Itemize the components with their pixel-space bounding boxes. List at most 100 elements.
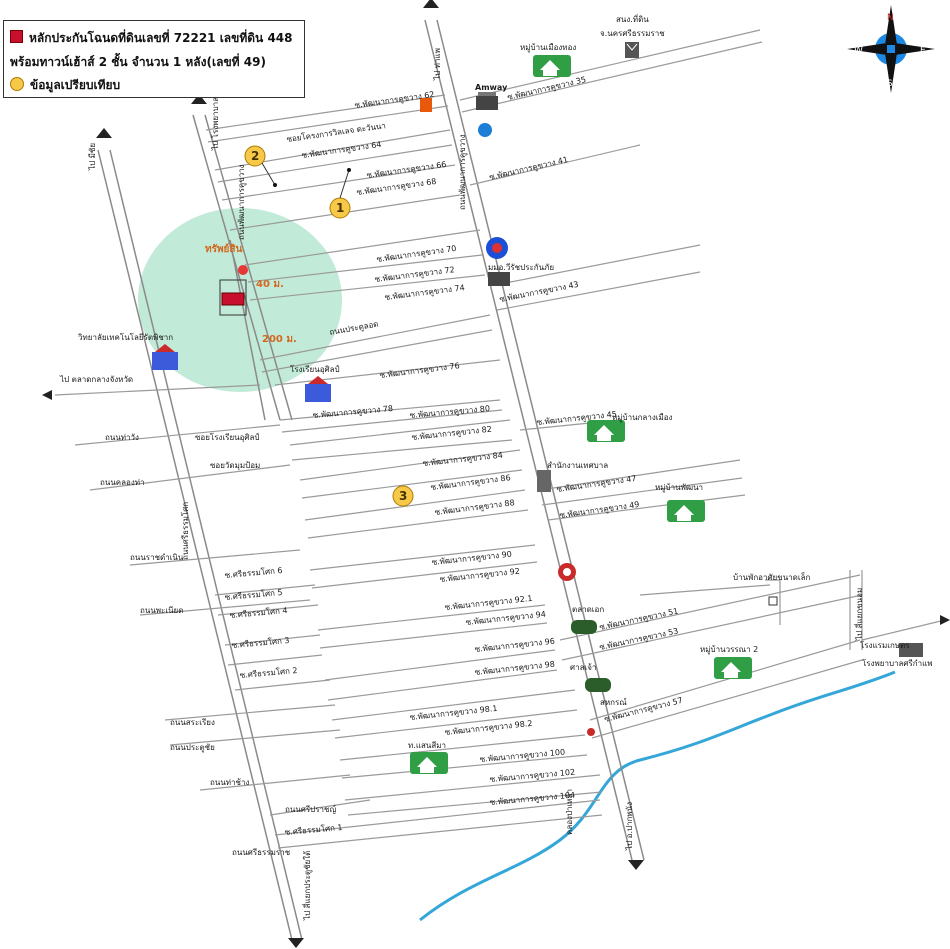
subject-building-outline	[219, 279, 247, 316]
road-r74: ซ.พัฒนาการคูขวาง 74	[384, 283, 465, 303]
label-wanna: หมู่บ้านวรรณา 2	[700, 645, 758, 655]
house-icon-klang-muang	[587, 420, 625, 442]
landmark-labels: หมู่บ้านเมืองทอง สนง.ที่ดิน จ.นครศรีธรรม…	[77, 13, 932, 750]
road-r43: ซ.พัฒนาการคูขวาง 43	[499, 280, 580, 305]
legend-row-detail: พร้อมทาวน์เฮ้าส์ 2 ชั้น จำนวน 1 หลัง(เลข…	[10, 53, 266, 72]
arrow-down-icon	[288, 938, 304, 948]
label-klang-muang: หมู่บ้านกลางเมือง	[612, 413, 673, 423]
road-r102: ซ.พัฒนาการคูขวาง 102	[489, 768, 575, 785]
label-muang-thong: หมู่บ้านเมืองทอง	[520, 43, 576, 53]
road-left-e: ถนนศรีธรรมราช	[232, 848, 291, 857]
legend: หลักประกันโฉนดที่ดินเลขที่ 72221 เลขที่ด…	[3, 20, 305, 98]
arrow-right-icon	[940, 615, 950, 625]
label-railway: โรงแรมเกษตร	[860, 640, 910, 650]
building-icon-municipality	[537, 470, 551, 492]
legend-comparison-icon	[10, 77, 24, 91]
arrow-up-top-icon	[423, 0, 439, 8]
ptt-icon	[486, 237, 508, 259]
label-land-office: สนง.ที่ดิน	[616, 13, 649, 24]
road-to-left: ไป ตลาดกลางจังหวัด	[59, 375, 133, 384]
main-roads	[97, 19, 645, 941]
marker-1-label: 1	[336, 201, 344, 215]
subject-property	[221, 292, 245, 306]
compass-icon: N S W E	[847, 5, 935, 93]
gas-icon	[478, 123, 492, 137]
road-to-bottom: ไป สี่แยกประตูชัยใต้	[301, 851, 313, 921]
cross-icon	[587, 728, 595, 736]
legend-line-1: หลักประกันโฉนดที่ดินเลขที่ 72221 เลขที่ด…	[29, 31, 293, 45]
road-r84: ซ.พัฒนาการคูขวาง 84	[422, 451, 503, 469]
road-sri3: ซ.ศรีธรรมโศก 3	[231, 635, 290, 650]
side-roads	[54, 29, 946, 849]
marker-2-dot	[244, 145, 266, 167]
road-sri5: ซ.ศรีธรรมโศก 5	[224, 587, 283, 602]
road-sri4: ซ.ศรีธรรมโศก 4	[229, 605, 288, 620]
road-top-left: ไป โรงพยาบาล	[210, 97, 220, 151]
road-r78: ซ.พัฒนาการคูขวาง 78	[312, 404, 393, 421]
arrow-down-right-icon	[628, 860, 644, 870]
house-icon-muang-thong	[533, 55, 571, 77]
emblem-icon	[625, 42, 639, 58]
road-left-b: ถนนพะเนียด	[140, 606, 183, 615]
road-to-top: ไป ท่าแพ	[433, 48, 442, 81]
distance-40-label: 40 ม.	[256, 279, 284, 290]
road-sri1: ซ.ศรีธรรมโศก 1	[284, 822, 343, 837]
legend-line-2: พร้อมทาวน์เฮ้าส์ 2 ชั้น จำนวน 1 หลัง(เลข…	[10, 55, 266, 69]
hospital-icon	[899, 643, 923, 657]
road-left-j: ถนนคลองท่า	[100, 478, 145, 487]
arrow-up-left-icon	[96, 128, 112, 138]
direction-arrows	[42, 0, 950, 948]
label-house-right: บ้านพักอาศัยขนาดเล็ก	[733, 572, 810, 582]
road-r49: ซ.พัฒนาการคูขวาง 49	[559, 500, 640, 521]
label-saensima: ท.แสนสีมา	[408, 741, 446, 750]
road-chomthong: ถนนพัฒนาการคูขวาง	[237, 164, 247, 240]
road-r98-2: ซ.พัฒนาการคูขวาง 98.2	[444, 719, 533, 738]
river	[419, 670, 896, 922]
road-to-bottom-right: ไป อ.ปากพนัง	[625, 802, 634, 851]
road-sri2: ซ.ศรีธรรมโศก 2	[239, 665, 298, 680]
road-patanakarn: ถนนพัฒนาการคูขวาง	[458, 134, 468, 210]
road-left-main: ถนนศรีธรรมโศก	[180, 502, 190, 560]
legend-subject-icon	[10, 30, 23, 43]
road-left-g: ถนนศรีปราชญ์	[285, 804, 336, 814]
subject-label: ทรัพย์สิน	[205, 243, 243, 255]
road-left-h: ซอยวัดมุมป้อม	[210, 461, 260, 470]
label-shrine: ศาลเจ้า	[570, 663, 596, 672]
school-icon-usilp	[305, 376, 331, 402]
compass-north: N	[887, 13, 894, 23]
store-icon-amway	[476, 92, 498, 110]
legend-row-comparison: ข้อมูลเปรียบเทียบ	[10, 76, 120, 95]
compass-east: E	[920, 46, 926, 56]
road-to-top-left: ไป มีชัย	[88, 143, 97, 171]
road-r47: ซ.พัฒนาการคูขวาง 47	[556, 474, 637, 495]
distance-labels: 40 ม. 200 ม. ทรัพย์สิน	[205, 243, 297, 345]
road-r41: ซ.พัฒนาการคูขวาง 41	[488, 155, 569, 183]
road-left-c: ถนนสระเรียง	[170, 718, 215, 727]
road-r82: ซ.พัฒนาการคูขวาง 82	[411, 425, 492, 443]
house-icon-saensima	[410, 752, 448, 774]
military-icon-a	[571, 620, 597, 634]
label-university: มมอ.วีรัชประกันภัย	[488, 263, 554, 272]
house-icon-pattana	[667, 500, 705, 522]
comparison-markers: 1 2 3	[244, 145, 414, 507]
marker-2-label: 2	[251, 149, 259, 163]
school-icon-college	[152, 344, 178, 370]
road-left-i: ซอยโรงเรียนอุศิลป์	[195, 432, 259, 442]
road-r96: ซ.พัฒนาการคูขวาง 96	[474, 637, 555, 655]
seven-eleven-icon	[420, 98, 432, 112]
arrow-left-icon	[42, 390, 52, 400]
label-amway: Amway	[475, 83, 508, 92]
label-market: ตลาดเอก	[572, 605, 604, 614]
label-hospital: โรงพยาบาลศรีกำแพ	[862, 658, 933, 668]
river-label: คลองป่าเหล้า	[565, 789, 574, 835]
compass-south: S	[887, 79, 893, 89]
mark-icon	[558, 563, 576, 581]
road-r100: ซ.พัฒนาการคูขวาง 100	[479, 748, 565, 765]
road-left-d: ถนนประตูชัย	[170, 743, 215, 753]
compass-west: W	[854, 46, 863, 56]
road-left-k: ถนนท่าวัง	[105, 433, 139, 442]
road-to-right: ไป สี่แยกขนอม	[853, 588, 864, 641]
label-school: โรงเรียนอุศิลป์	[290, 364, 340, 374]
label-cooperative: สหกรณ์	[600, 697, 627, 707]
